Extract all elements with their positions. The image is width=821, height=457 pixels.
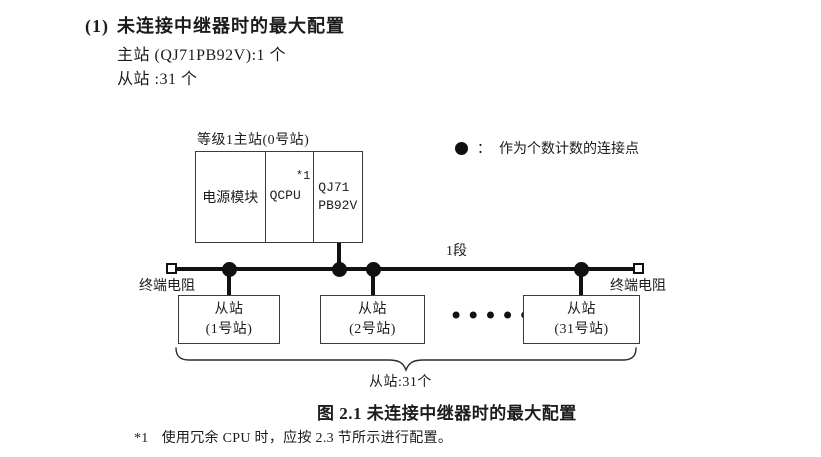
footnote: *1 使用冗余 CPU 时，应按 2.3 节所示进行配置。 [134,427,452,447]
slave-station-box-1: 从站 (1号站) [178,295,280,344]
master-count-line: 主站 (QJ71PB92V):1 个 [117,47,287,64]
terminator-right-icon [633,263,644,274]
slave-station-number: (31号站) [554,321,609,337]
terminator-left-icon [166,263,177,274]
section-number: (1) [85,16,109,36]
terminator-left-label: 终端电阻 [139,279,195,294]
slave-name: 从站 [567,301,596,317]
connection-point-dot [222,262,237,277]
slave2-drop-line [371,270,375,296]
slave31-drop-line [579,270,583,296]
pb92v-module-cell: QJ71 PB92V [318,180,358,213]
footnote-ref: *1 [134,431,149,446]
footnote-text: 使用冗余 CPU 时，应按 2.3 节所示进行配置。 [161,431,453,446]
master-station-label: 等级1主站(0号站) [197,133,310,148]
figure-caption: 图 2.1 未连接中继器时的最大配置 [317,404,577,423]
connection-point-dot [366,262,381,277]
slave-name: 从站 [358,301,387,317]
legend-separator: ： [477,142,491,157]
section-heading: (1) 未连接中继器时的最大配置 [85,12,345,38]
qcpu-label: QCPU [269,188,301,203]
legend: ： 作为个数计数的连接点 [455,138,639,158]
connection-point-dot [574,262,589,277]
master-drop-line [337,243,341,269]
slave-station-number: (1号站) [205,321,253,337]
qcpu-cell: *1 QCPU [266,152,315,242]
slave-count-line: 从站 :31 个 [117,71,198,88]
master-station-box: 电源模块 *1 QCPU QJ71 PB92V [195,151,363,243]
slave-station-number: (2号站) [349,321,396,337]
slave1-drop-line [227,270,231,296]
segment-label: 1段 [446,244,467,259]
legend-text: 作为个数计数的连接点 [499,142,639,157]
bus-line [177,267,637,271]
power-module-cell: 电源模块 [196,152,266,242]
connection-point-dot [332,262,347,277]
section-title: 未连接中继器时的最大配置 [117,16,345,36]
footnote-ref-marker: *1 [295,169,311,183]
slave-station-box-2: 从站 (2号站) [320,295,425,344]
slave-station-box-31: 从站 (31号站) [523,295,640,344]
brace-label: 从站:31个 [369,375,432,390]
connection-point-icon [455,141,468,155]
slave-name: 从站 [214,301,244,317]
terminator-right-label: 终端电阻 [610,279,666,294]
underbrace [175,347,637,372]
